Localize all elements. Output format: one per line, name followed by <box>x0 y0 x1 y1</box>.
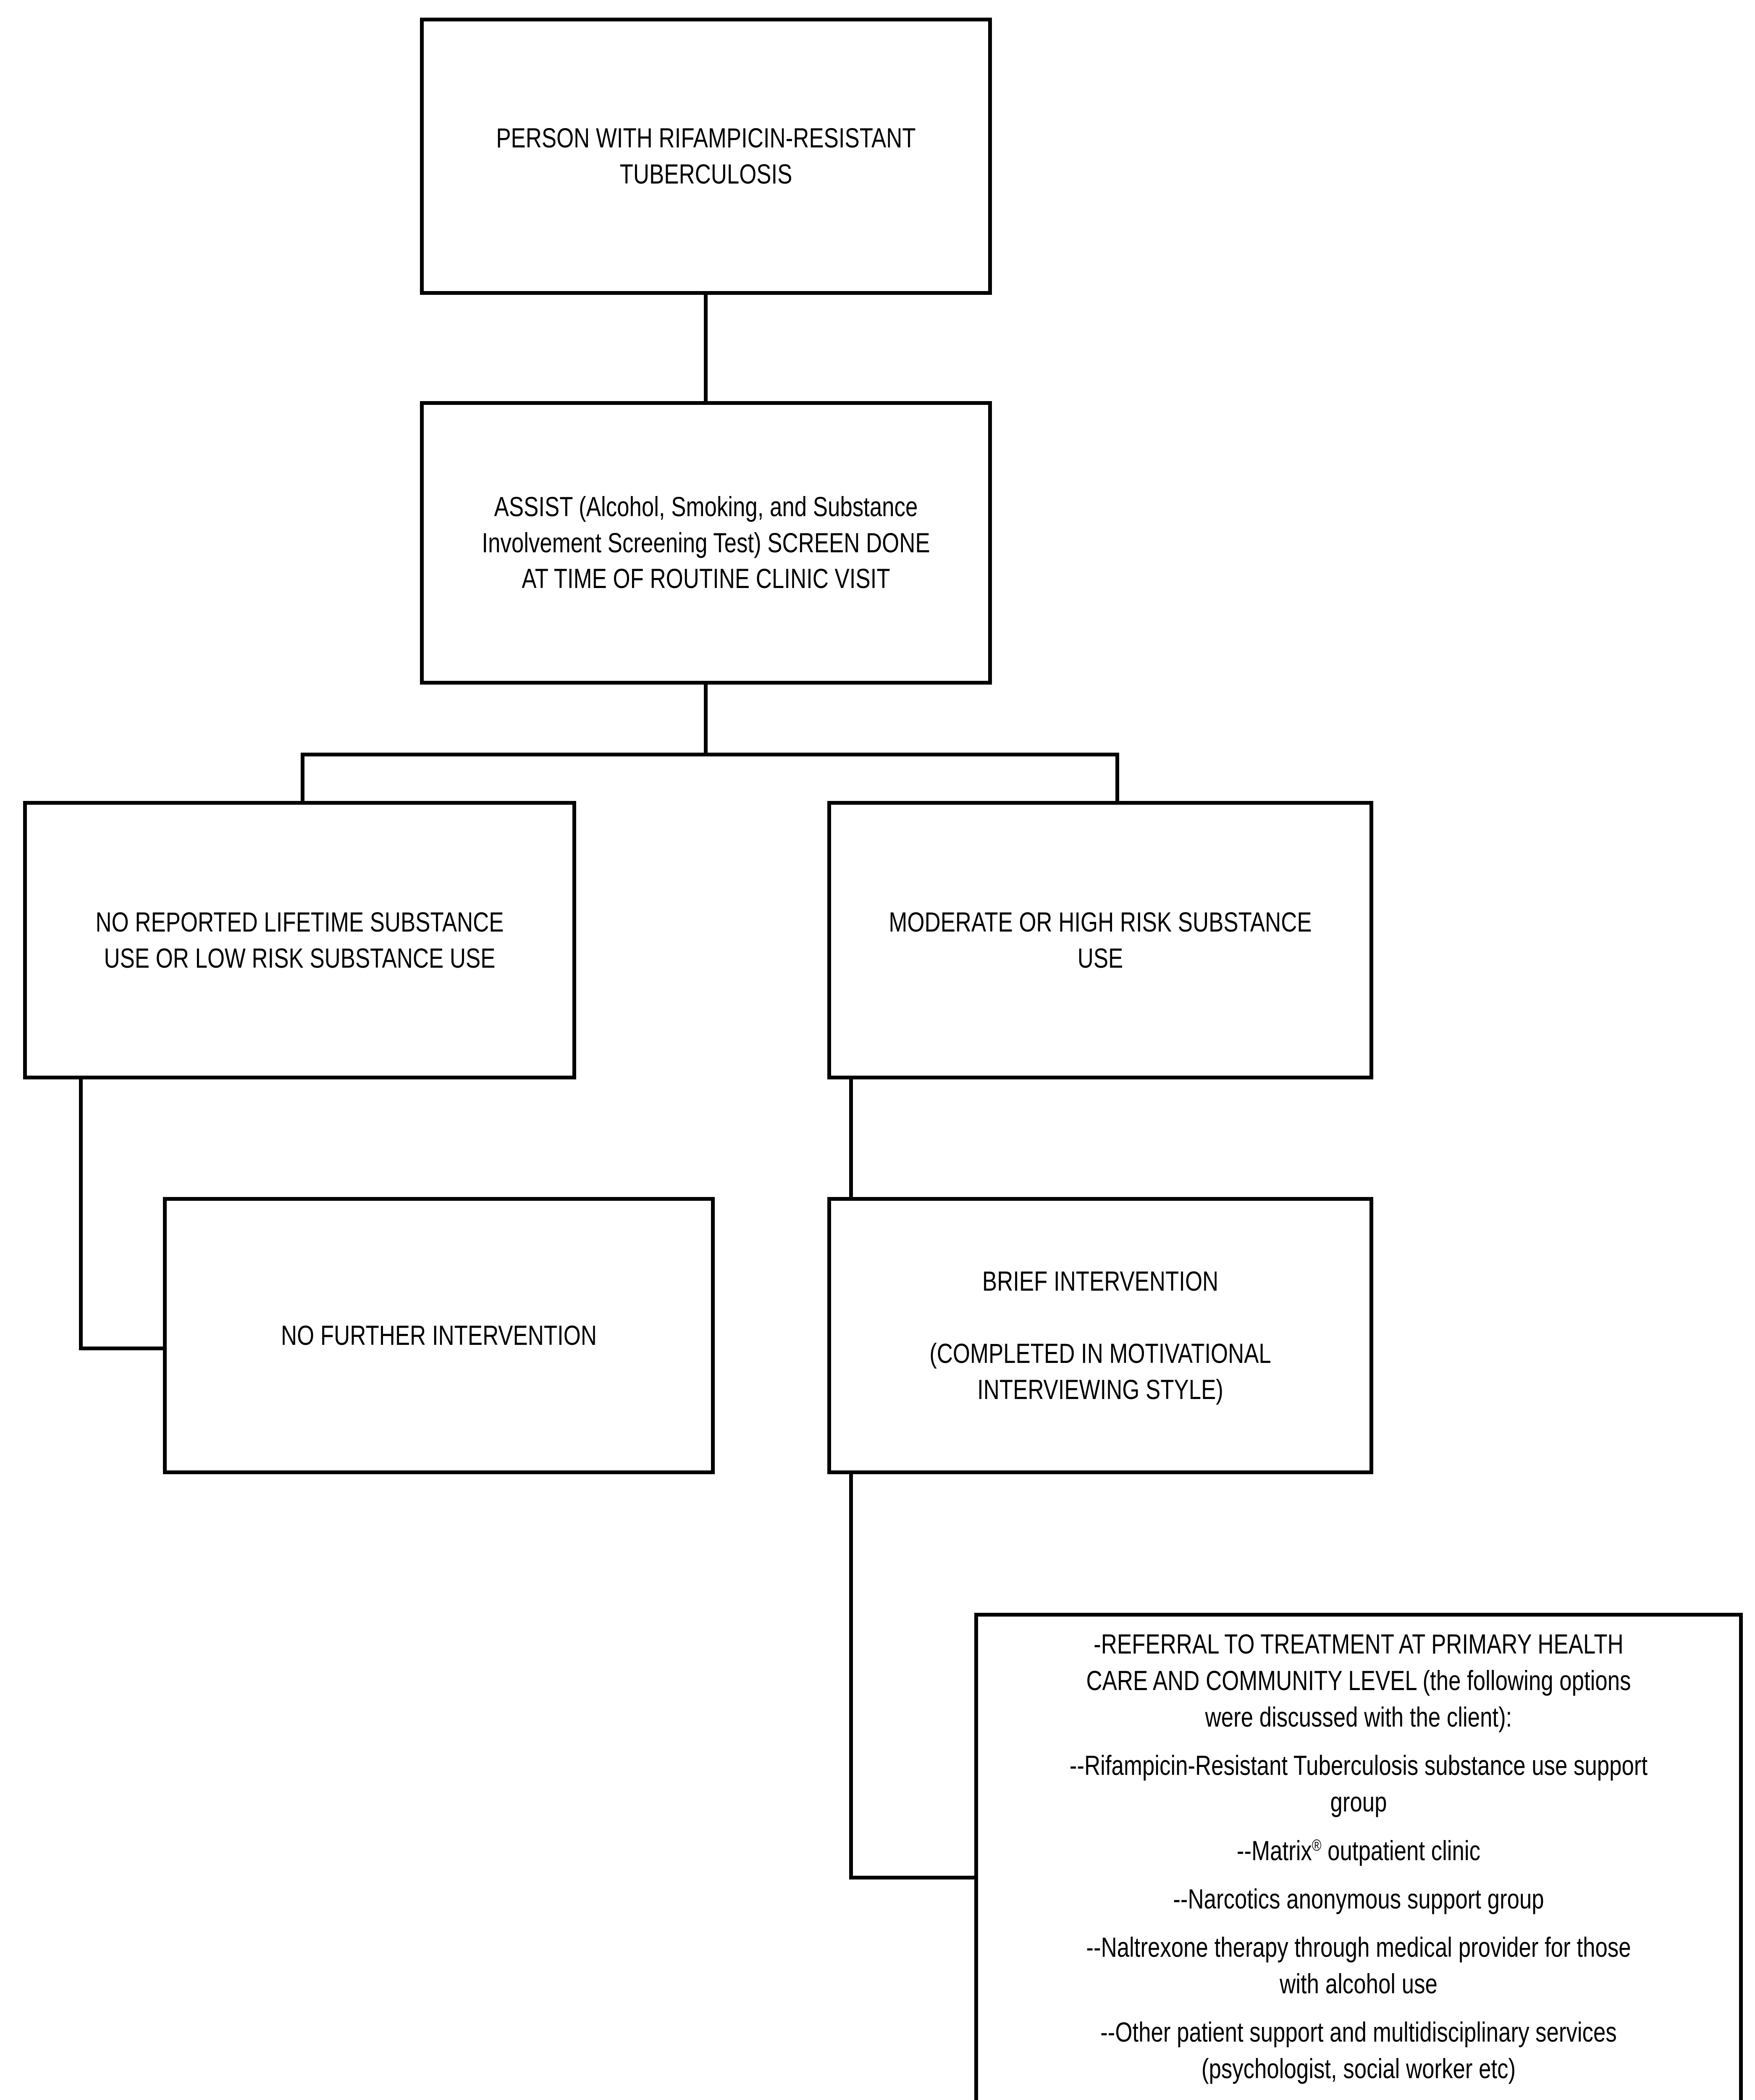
node-assist-label: ASSIST (Alcohol, Smoking, and Substance … <box>482 491 930 594</box>
edge-branch-to-low-risk <box>301 753 304 803</box>
edge-branch-to-high-risk <box>1115 753 1119 803</box>
referral-heading: -REFERRAL TO TREATMENT AT PRIMARY HEALTH… <box>1086 1628 1631 1733</box>
edge-high-risk-to-brief <box>849 1078 853 1199</box>
node-no-further-label: NO FURTHER INTERVENTION <box>281 1320 597 1351</box>
node-person-label: PERSON WITH RIFAMPICIN-RESISTANT TUBERCU… <box>496 122 916 189</box>
edge-brief-to-referral-vertical <box>849 1473 853 1879</box>
node-person-with-rr-tb: PERSON WITH RIFAMPICIN-RESISTANT TUBERCU… <box>420 18 992 295</box>
node-brief-intervention: BRIEF INTERVENTION (COMPLETED IN MOTIVATI… <box>827 1197 1373 1474</box>
edge-brief-to-referral-horizontal <box>849 1876 977 1880</box>
referral-option-naltrexone: --Naltrexone therapy through medical pro… <box>1086 1931 1631 1999</box>
edge-branch-bus <box>301 753 1119 756</box>
node-referral-to-treatment: -REFERRAL TO TREATMENT AT PRIMARY HEALTH… <box>974 1613 1743 2100</box>
registered-trademark-icon: ® <box>1312 1836 1322 1854</box>
referral-option-narcotics-anonymous: --Narcotics anonymous support group <box>1173 1883 1544 1914</box>
node-brief-label: BRIEF INTERVENTION (COMPLETED IN MOTIVATI… <box>885 1263 1316 1407</box>
node-moderate-or-high-risk-use: MODERATE OR HIGH RISK SUBSTANCE USE <box>827 801 1373 1079</box>
edge-low-risk-to-no-further-horizontal <box>79 1347 165 1350</box>
node-brief-line2: (COMPLETED IN MOTIVATIONAL INTERVIEWING … <box>929 1338 1271 1405</box>
node-brief-line1: BRIEF INTERVENTION <box>982 1265 1219 1297</box>
node-low-risk-label: NO REPORTED LIFETIME SUBSTANCE USE OR LO… <box>95 906 504 974</box>
referral-option-matrix-clinic: --Matrix® outpatient clinic <box>1065 1832 1651 1869</box>
referral-option-support-group: --Rifampicin-Resistant Tuberculosis subs… <box>1069 1750 1648 1818</box>
node-high-risk-label: MODERATE OR HIGH RISK SUBSTANCE USE <box>889 906 1312 974</box>
referral-option-list: -REFERRAL TO TREATMENT AT PRIMARY HEALTH… <box>1054 1617 1663 2100</box>
edge-person-to-assist <box>704 294 708 402</box>
referral-option-other-support: --Other patient support and multidiscipl… <box>1100 2016 1617 2084</box>
referral-option-matrix-suffix: outpatient clinic <box>1321 1835 1481 1866</box>
referral-option-matrix-text: --Matrix <box>1236 1835 1312 1866</box>
node-assist-screen: ASSIST (Alcohol, Smoking, and Substance … <box>420 401 992 685</box>
edge-assist-to-branch-stem <box>704 684 708 756</box>
node-no-further-intervention: NO FURTHER INTERVENTION <box>163 1197 715 1474</box>
edge-low-risk-to-no-further-vertical <box>79 1078 83 1350</box>
node-no-reported-lifetime-use: NO REPORTED LIFETIME SUBSTANCE USE OR LO… <box>23 801 576 1079</box>
